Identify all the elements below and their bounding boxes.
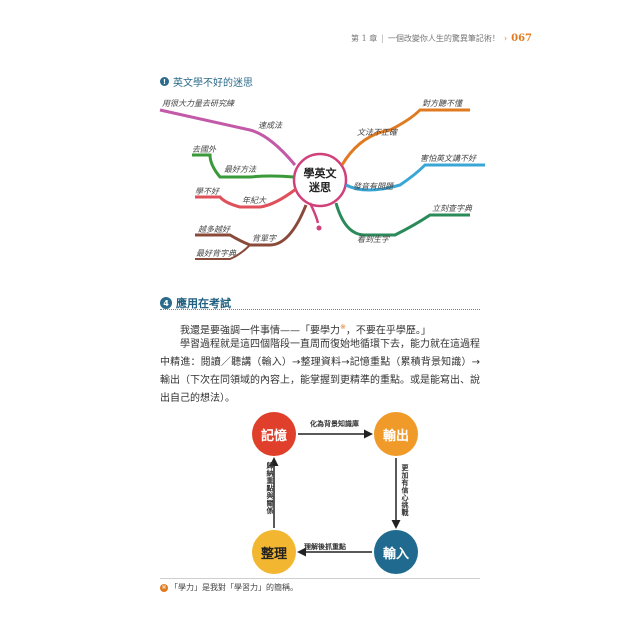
node-input: 輸入 — [374, 530, 418, 574]
section-title-text: 應用在考試 — [176, 297, 231, 310]
footnote-text: 「學力」是我對「學習力」的簡稱。 — [170, 583, 298, 592]
node-organize: 整理 — [252, 530, 296, 574]
footnote-mark-icon: ※ — [160, 583, 168, 592]
mind-map-center-line2: 迷思 — [308, 180, 331, 194]
branch-line — [192, 153, 295, 179]
section-title-exam: 4 應用在考試 — [160, 295, 231, 311]
cycle-arrows — [269, 429, 401, 557]
branch-label: 速成法 — [258, 121, 283, 130]
chapter-label: 第 1 章 — [351, 34, 378, 43]
branch-leaf: 立刻查字典 — [432, 204, 473, 213]
footnote-divider — [160, 578, 480, 579]
section-title-text: 英文學不好的迷思 — [173, 78, 253, 89]
branch-line — [340, 108, 470, 166]
mind-map: 學英文 迷思 速成法 用很大力量去研究練 最好方法 去國外 年紀大 學不好 背單… — [159, 99, 485, 260]
section-divider — [160, 309, 480, 310]
paragraph-text: 我還是要強調一件事情——「要學力 — [180, 325, 340, 337]
branch-label: 最好方法 — [224, 165, 257, 174]
header-separator: | — [381, 34, 384, 43]
branch-line — [195, 244, 251, 260]
branch-leaf: 去國外 — [192, 145, 217, 154]
exclamation-icon: ! — [160, 77, 169, 86]
branch-line — [345, 163, 485, 192]
label-left: 歸納重點與關係 — [266, 462, 274, 515]
branch-line — [195, 187, 297, 209]
page-number: 067 — [511, 33, 532, 44]
branch-leaf: 害怕英文講不好 — [420, 154, 477, 163]
branch-leaf: 越多越好 — [198, 225, 231, 234]
branch-line — [334, 202, 470, 237]
label-top: 化為背景知識庫 — [310, 420, 359, 428]
branch-line — [159, 108, 297, 166]
learning-cycle-diagram: 記憶 輸出 輸入 整理 化為背景知識庫 更加有信心挑戰 理解後抓重點 歸納重點與… — [252, 412, 422, 577]
page-header: 第 1 章 | 一個改變你人生的驚異筆記術！ › 067 — [351, 33, 532, 44]
branch-leaf: 最好背字典 — [196, 249, 237, 258]
paragraph-2: 學習過程就是這四個階段一直周而復始地循環下去，能力就在這過程中精進：閱讀／聽講（… — [160, 339, 480, 404]
node-output: 輸出 — [374, 412, 418, 456]
branch-label: 文法不正確 — [357, 128, 398, 137]
branch-label: 背單字 — [252, 234, 277, 243]
branch-label: 發音有問題 — [353, 182, 395, 191]
section-title-myths: ! 英文學不好的迷思 — [160, 74, 253, 89]
branch-label: 看到生字 — [357, 235, 390, 244]
branch-label: 年紀大 — [242, 196, 267, 205]
chapter-title: 一個改變你人生的驚異筆記術！ — [387, 34, 500, 43]
mind-map-center: 學英文 迷思 — [292, 152, 348, 231]
label-bottom: 理解後抓重點 — [304, 543, 346, 551]
branch-leaf: 學不好 — [195, 187, 220, 196]
paragraph-1: 我還是要強調一件事情——「要學力※，不要在乎學歷。」 — [160, 318, 480, 340]
section-number-badge: 4 — [160, 297, 172, 309]
branch-leaf: 對方聽不懂 — [422, 99, 464, 108]
label-right: 更加有信心挑戰 — [401, 464, 409, 517]
footnote: ※ 「學力」是我對「學習力」的簡稱。 — [160, 582, 298, 593]
node-memory: 記憶 — [252, 412, 296, 456]
chevron-right-icon: › — [503, 34, 508, 43]
mind-map-center-line1: 學英文 — [304, 166, 338, 180]
paragraph-text: ，不要在乎學歷。」 — [345, 325, 431, 337]
footnote-ref: ※ — [340, 323, 346, 331]
branch-leaf: 用很大力量去研究練 — [162, 99, 236, 108]
